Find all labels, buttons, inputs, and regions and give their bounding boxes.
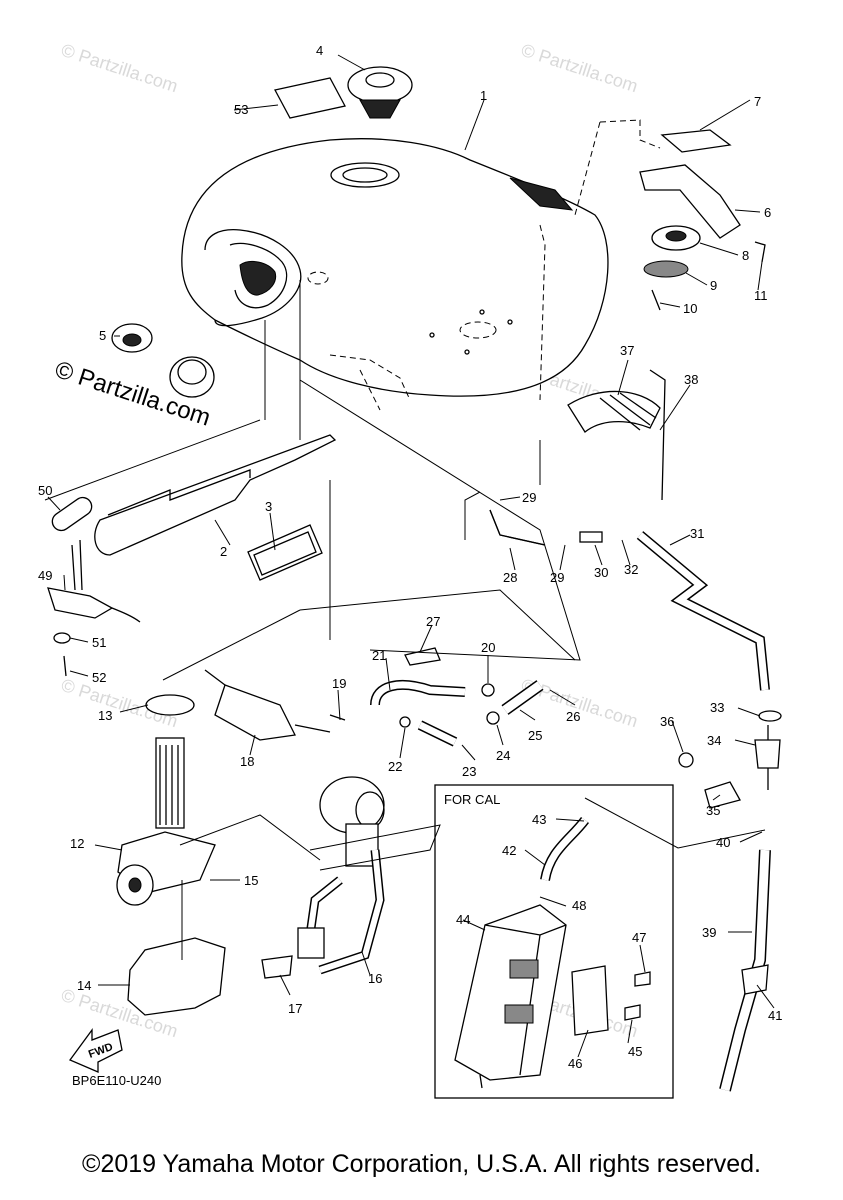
tank-cap: [347, 66, 413, 119]
callout: 40: [716, 835, 730, 850]
callout: 18: [240, 754, 254, 769]
callout: 45: [628, 1044, 642, 1059]
fuel-filter: [204, 669, 331, 741]
callout: 13: [98, 708, 112, 723]
callout: 29: [550, 570, 564, 585]
callout: 16: [368, 971, 382, 986]
callout: 4: [316, 43, 323, 58]
callout: 33: [710, 700, 724, 715]
right-components: [678, 710, 782, 1092]
nut-5: [111, 323, 153, 353]
vacuum-valve: [261, 823, 385, 979]
fuel-petcock: [116, 737, 216, 906]
fuel-sender: [47, 496, 141, 677]
callout: 21: [372, 648, 386, 663]
callout: 15: [244, 873, 258, 888]
cal-inset-box: [434, 784, 674, 1099]
callout: 24: [496, 748, 510, 763]
callout: 28: [503, 570, 517, 585]
callout: 49: [38, 568, 52, 583]
callout: 37: [620, 343, 634, 358]
callout: 27: [426, 614, 440, 629]
inset-label: FOR CAL: [444, 792, 501, 807]
callout: 39: [702, 925, 716, 940]
pad: [247, 524, 323, 581]
diagram-code: BP6E110-U240: [72, 1073, 162, 1088]
cover-14: [127, 937, 226, 1016]
callout: 30: [594, 565, 608, 580]
hoses-upper: [489, 509, 770, 691]
callout: 34: [707, 733, 721, 748]
o-ring: [145, 694, 195, 716]
bracket-assy: [574, 119, 766, 311]
callout: 8: [742, 248, 749, 263]
callout: 10: [683, 301, 697, 316]
callout: 14: [77, 978, 91, 993]
heat-shield: [94, 434, 337, 556]
callout: 36: [660, 714, 674, 729]
canister-assy: [454, 816, 651, 1089]
callout: 7: [754, 94, 761, 109]
callout: 52: [92, 670, 106, 685]
callout: 47: [632, 930, 646, 945]
faint-watermark: © Partzilla.com: [59, 40, 181, 97]
callout: 51: [92, 635, 106, 650]
callout: 11: [754, 288, 768, 303]
fwd-arrow: FWD: [68, 1028, 123, 1073]
callout: 1: [480, 88, 487, 103]
callout: 26: [566, 709, 580, 724]
callout: 2: [220, 544, 227, 559]
callout: 22: [388, 759, 402, 774]
label-plate: [274, 77, 346, 119]
callout-labels: 1 2 3 4 5 6 7 8 9 10 11 12 13 14 15 16 1…: [38, 43, 782, 1071]
callout: 3: [265, 499, 272, 514]
callout: 50: [38, 483, 52, 498]
leader-lines: [47, 54, 775, 1058]
callout: 19: [332, 676, 346, 691]
faint-watermark: © Partzilla.com: [519, 40, 641, 97]
cover-37: [567, 390, 661, 433]
callout: 38: [684, 372, 698, 387]
cable-tie: [649, 369, 666, 501]
callout: 12: [70, 836, 84, 851]
callout: 53: [234, 102, 248, 117]
callout: 41: [768, 1008, 782, 1023]
callout: 5: [99, 328, 106, 343]
callout: 42: [502, 843, 516, 858]
callout: 29: [522, 490, 536, 505]
callout: 35: [706, 803, 720, 818]
connector-lines: [44, 280, 766, 960]
callout: 31: [690, 526, 704, 541]
copyright-notice: ©2019 Yamaha Motor Corporation, U.S.A. A…: [82, 1150, 761, 1178]
fuel-gauge: [169, 356, 215, 398]
callout: 20: [481, 640, 495, 655]
callout: 9: [710, 278, 717, 293]
callout: 6: [764, 205, 771, 220]
callout: 46: [568, 1056, 582, 1071]
callout: 44: [456, 912, 470, 927]
callout: 23: [462, 764, 476, 779]
callout: 25: [528, 728, 542, 743]
fuel-pump: [319, 714, 385, 834]
callout: 17: [288, 1001, 302, 1016]
fuel-tank: [181, 138, 609, 411]
callout: 48: [572, 898, 586, 913]
hoses-middle: [370, 647, 544, 747]
callout: 32: [624, 562, 638, 577]
callout: 43: [532, 812, 546, 827]
